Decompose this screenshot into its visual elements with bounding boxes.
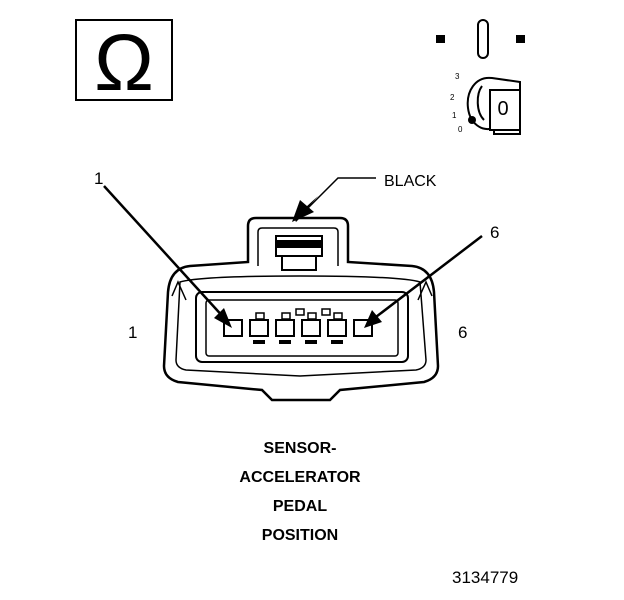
cavity-keys bbox=[255, 308, 343, 320]
callout-pin-6: 6 bbox=[364, 223, 499, 328]
ignition-key-icon: 0 3 2 1 0 bbox=[436, 19, 525, 135]
title-line-3: PEDAL bbox=[272, 498, 328, 515]
terminal-cavities bbox=[223, 319, 373, 337]
figure-number: 3134779 bbox=[452, 568, 519, 587]
cavity-latches bbox=[253, 340, 343, 344]
cavity-3 bbox=[275, 319, 295, 337]
side-label-left: 1 bbox=[128, 323, 137, 342]
ohm-symbol: Ω bbox=[94, 18, 154, 107]
title-line-1: SENSOR- bbox=[263, 440, 337, 457]
ignition-position-3: 3 bbox=[455, 72, 460, 81]
ignition-position-1: 1 bbox=[452, 111, 457, 120]
title-line-2: ACCELERATOR bbox=[239, 469, 361, 486]
connector-color-label: BLACK bbox=[384, 173, 437, 190]
connector-color-callout: BLACK bbox=[292, 173, 437, 222]
ignition-position-0: 0 bbox=[458, 125, 463, 134]
ignition-position-2: 2 bbox=[450, 93, 455, 102]
connector-body bbox=[162, 216, 440, 402]
callout-pin-1-label: 1 bbox=[94, 169, 103, 188]
ignition-key-label: 0 bbox=[497, 98, 508, 120]
side-label-right: 6 bbox=[458, 323, 467, 342]
connector-lock-tab bbox=[275, 235, 323, 271]
title-line-4: POSITION bbox=[261, 527, 339, 544]
callout-pin-1: 1 bbox=[94, 169, 232, 328]
cavity-4 bbox=[301, 319, 321, 337]
ohmmeter-icon: Ω bbox=[75, 18, 173, 107]
cavity-2 bbox=[249, 319, 269, 337]
callout-pin-6-label: 6 bbox=[490, 223, 499, 242]
cavity-5 bbox=[327, 319, 347, 337]
